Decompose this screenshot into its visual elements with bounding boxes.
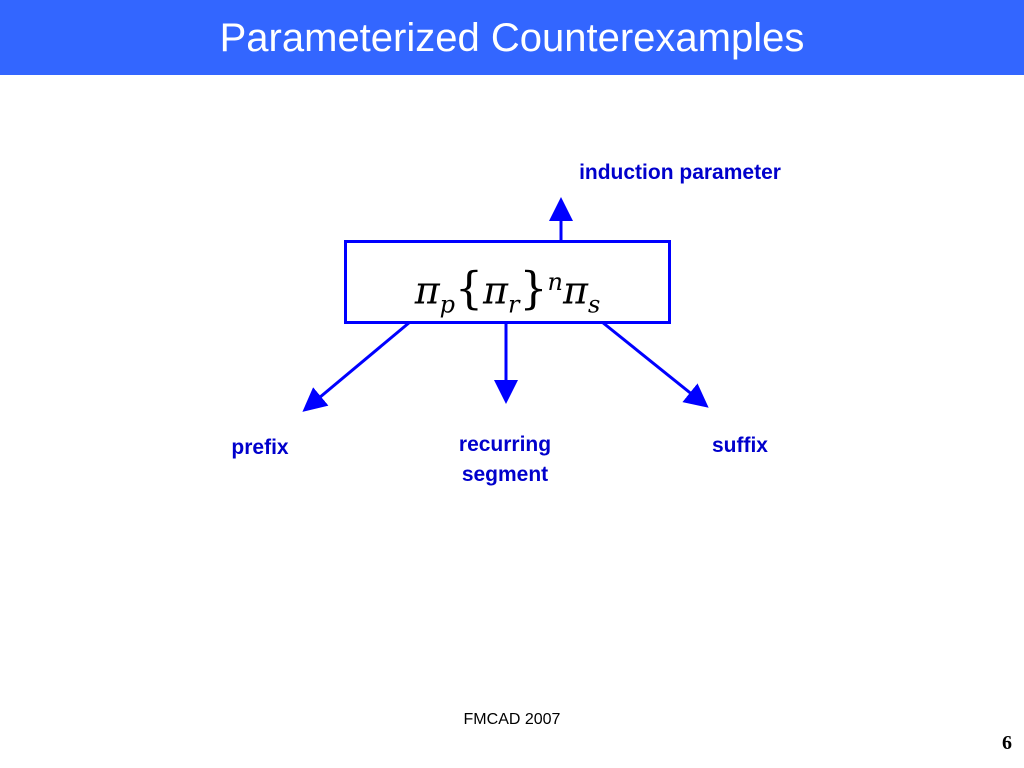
recurring-pi: π — [483, 268, 509, 313]
prefix-arrow — [302, 320, 411, 412]
title-bar: Parameterized Counterexamples — [0, 0, 1024, 75]
prefix-pi: π — [414, 268, 440, 313]
footer-text: FMCAD 2007 — [463, 711, 561, 728]
open-brace: { — [455, 263, 484, 315]
suffix-label: suffix — [711, 434, 768, 457]
close-brace: } — [519, 263, 548, 315]
counterexample-formula: πp{πr}nπs — [347, 257, 668, 329]
suffix-pi: π — [562, 268, 588, 313]
recurring-subscript: r — [508, 290, 520, 319]
slide-title: Parameterized Counterexamples — [219, 16, 805, 60]
power-superscript: n — [547, 268, 563, 296]
induction-parameter-label: induction parameter — [579, 161, 781, 184]
formula-box: πp{πr}nπs — [344, 240, 671, 324]
suffix-subscript: s — [587, 290, 601, 319]
recurring-label-line1: recurring — [458, 433, 552, 456]
suffix-arrow — [601, 320, 709, 408]
recurring-label-line2: segment — [461, 463, 549, 486]
recurring-segment-label: recurring segment — [420, 430, 590, 490]
prefix-label: prefix — [231, 436, 289, 459]
page-number: 6 — [1002, 732, 1012, 754]
prefix-subscript: p — [439, 290, 456, 319]
